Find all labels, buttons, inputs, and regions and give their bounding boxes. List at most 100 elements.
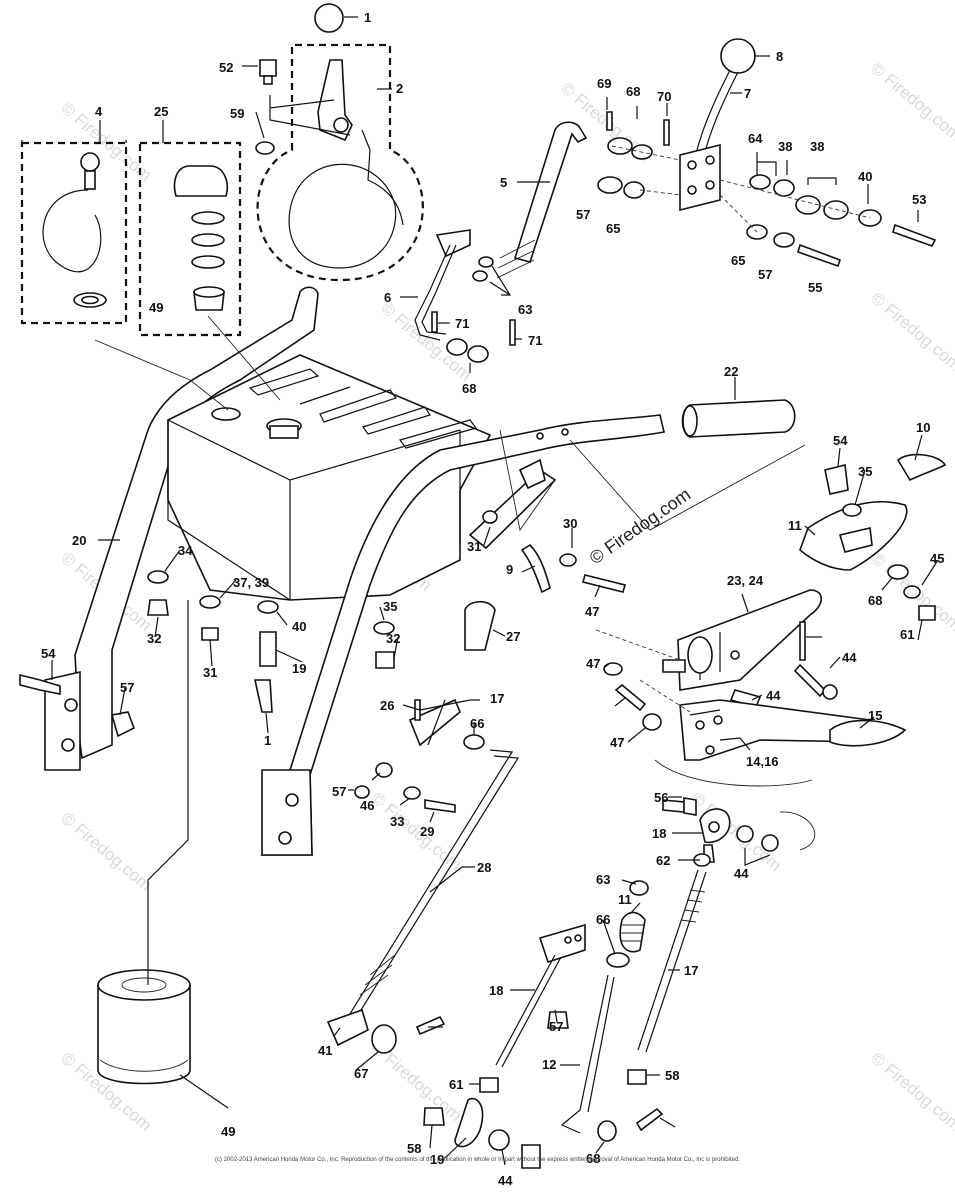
callout: 4 (95, 104, 103, 119)
callout: 65 (606, 221, 620, 236)
kit-25-box (138, 141, 242, 337)
callout: 7 (744, 86, 751, 101)
callout: 47 (585, 604, 599, 619)
filter-49 (97, 969, 191, 1085)
callout: 63 (518, 302, 532, 317)
callout: 59 (230, 106, 244, 121)
callout: 68 (462, 381, 476, 396)
callout: 70 (657, 89, 671, 104)
grip-22 (681, 399, 796, 438)
clutch-lever-assembly (595, 453, 947, 787)
callout: 34 (178, 543, 193, 558)
callout: 69 (597, 76, 611, 91)
callout: 32 (147, 631, 161, 646)
callout: 31 (203, 665, 217, 680)
callout: 54 (41, 646, 56, 661)
left-hardware (19, 570, 395, 738)
kit-4-box (20, 140, 128, 325)
knob-8 (720, 38, 756, 74)
callout: 28 (477, 860, 491, 875)
callout: 54 (833, 433, 848, 448)
callout: 2 (396, 81, 403, 96)
copyright-footer: (c) 2002-2013 American Honda Motor Co., … (215, 1157, 740, 1163)
callout: 1 (264, 733, 271, 748)
callout: 57 (576, 207, 590, 222)
callout: 23, 24 (727, 573, 764, 588)
watermark: © Firedog.com (867, 1049, 955, 1135)
callout: 27 (506, 629, 520, 644)
callout: 26 (380, 698, 394, 713)
callout: 29 (420, 824, 434, 839)
callout: 52 (219, 60, 233, 75)
callout: 57 (549, 1019, 563, 1034)
callout: 71 (528, 333, 542, 348)
callout: 49 (149, 300, 163, 315)
callout: 37, 39 (233, 575, 269, 590)
callout: 35 (383, 599, 397, 614)
callout: 22 (724, 364, 738, 379)
callout: 58 (407, 1141, 421, 1156)
callout: 6 (384, 290, 391, 305)
callout: 11 (618, 892, 632, 907)
callout: 1 (364, 10, 371, 25)
callout: 49 (221, 1124, 235, 1139)
callout: 20 (72, 533, 86, 548)
callout: 14,16 (746, 754, 779, 769)
callout: 32 (386, 631, 400, 646)
callout: 61 (900, 627, 914, 642)
callout: 68 (868, 593, 882, 608)
callout: 41 (318, 1043, 332, 1058)
callout: 18 (489, 983, 503, 998)
callout: 38 (810, 139, 824, 154)
callout: 40 (858, 169, 872, 184)
callout: 44 (734, 866, 749, 881)
callout: 44 (498, 1173, 513, 1188)
handle-frame (44, 286, 665, 856)
nut-60 (255, 141, 275, 155)
callout: 44 (766, 688, 781, 703)
callout: 65 (731, 253, 745, 268)
callout: 68 (586, 1151, 600, 1166)
callout: 38 (778, 139, 792, 154)
lower-right-hardware (423, 797, 816, 1169)
callout: 5 (500, 175, 507, 190)
callout: 47 (586, 656, 600, 671)
callout: 19 (430, 1152, 444, 1167)
leader-lines (51, 16, 939, 1166)
callout: 15 (868, 708, 882, 723)
callout: 57 (120, 680, 134, 695)
watermark: © Firedog.com (367, 789, 465, 875)
callout: 12 (542, 1057, 556, 1072)
callout: 57 (332, 784, 346, 799)
watermark: © Firedog.com (57, 809, 155, 895)
callout: 11 (788, 518, 802, 533)
callout: 17 (684, 963, 698, 978)
callout: 33 (390, 814, 404, 829)
callout: 63 (596, 872, 610, 887)
callout: 68 (626, 84, 640, 99)
callout: 46 (360, 798, 374, 813)
callout: 67 (354, 1066, 368, 1081)
callout: 45 (930, 551, 944, 566)
callout: 10 (916, 420, 930, 435)
callout: 57 (758, 267, 772, 282)
kit-2-box (256, 43, 424, 282)
callout: 66 (596, 912, 610, 927)
callout: 62 (656, 853, 670, 868)
callout: 55 (808, 280, 822, 295)
callout: 53 (912, 192, 926, 207)
callout: 66 (470, 716, 484, 731)
callout: 35 (858, 464, 872, 479)
callout: 71 (455, 316, 469, 331)
knob-3 (314, 3, 344, 33)
callout: 31 (467, 539, 481, 554)
rod-6 (414, 229, 516, 363)
callout: 58 (665, 1068, 679, 1083)
callout: 64 (748, 131, 763, 146)
callout: 40 (292, 619, 306, 634)
callout: 9 (506, 562, 513, 577)
callout: 19 (292, 661, 306, 676)
center-watermark: © Firedog.com (586, 484, 694, 568)
callout: 47 (610, 735, 624, 750)
watermark: © Firedog.com (867, 289, 955, 375)
